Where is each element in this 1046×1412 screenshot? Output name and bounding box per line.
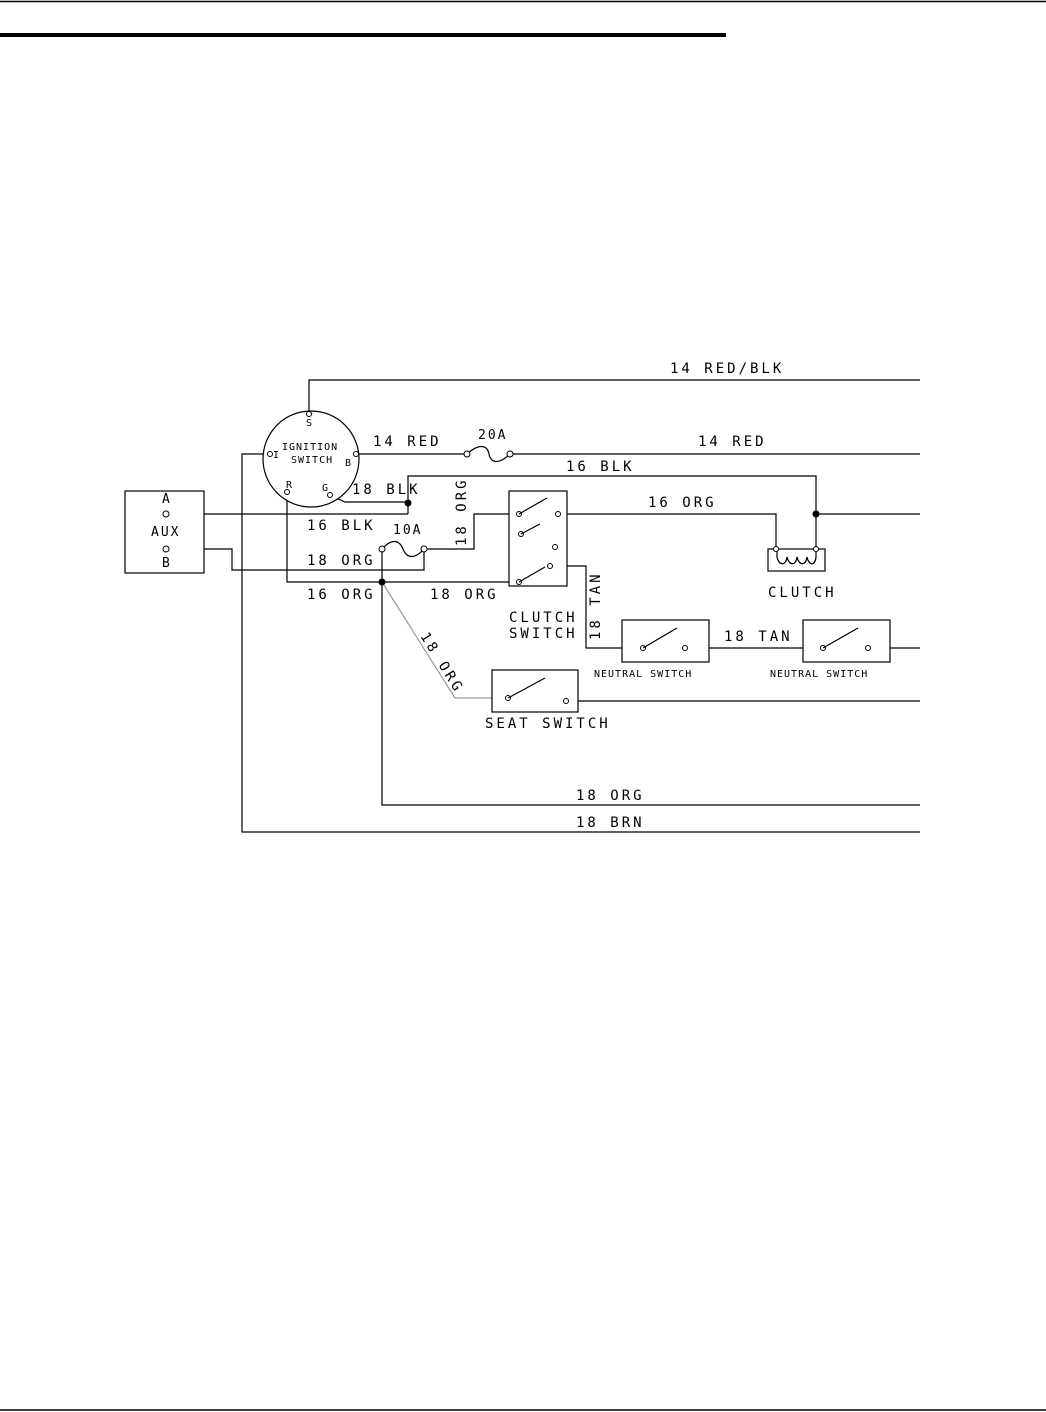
wire-18-tan-vertical <box>550 565 622 649</box>
seat-switch-label: SEAT SWITCH <box>485 716 611 732</box>
wire-label-18-tan-horizontal: 18 TAN <box>724 629 793 645</box>
ignition-terminal-s: S <box>306 418 313 429</box>
seat-switch: SEAT SWITCH <box>485 669 611 732</box>
junction-dot-clutch <box>812 510 820 518</box>
fuse-10a-symbol <box>381 540 425 558</box>
ignition-terminal-b: B <box>345 458 352 469</box>
clutch-switch-label-line2: SWITCH <box>509 626 578 642</box>
wire-label-16-org-r: 16 ORG <box>307 587 376 603</box>
wire-label-18-org-vertical: 18 ORG <box>454 477 470 546</box>
fuse-10a-terminal-left <box>378 545 386 553</box>
ignition-terminal-g: G <box>322 483 329 494</box>
fuse-20a-label: 20A <box>478 428 507 443</box>
wire-label-16-org-clutch: 16 ORG <box>648 495 717 511</box>
junction-dot-16blk <box>404 499 412 507</box>
ignition-label-line1: IGNITION <box>282 442 338 453</box>
wire-16-blk-top <box>407 475 817 514</box>
wire-16-org-r <box>286 492 519 583</box>
wire-aux-b <box>166 548 425 571</box>
fuse-20a-terminal-left <box>463 450 471 458</box>
fuse-20a-symbol <box>466 445 511 463</box>
aux-connector: A AUX B <box>124 490 205 574</box>
wire-label-14-red-right: 14 RED <box>698 434 767 450</box>
clutch-label: CLUTCH <box>768 585 837 601</box>
wire-label-18-tan-vertical: 18 TAN <box>588 571 604 640</box>
wire-16-org-clutch <box>558 513 777 549</box>
aux-terminal-a: A <box>162 492 172 507</box>
fuse-10a-terminal-right <box>420 545 428 553</box>
wire-label-18-brn: 18 BRN <box>576 815 645 831</box>
wire-label-16-blk-top: 16 BLK <box>566 459 635 475</box>
junction-dot-org <box>378 578 386 586</box>
ignition-terminal-r: R <box>286 480 293 491</box>
wire-label-18-org-bottom: 18 ORG <box>576 788 645 804</box>
ignition-terminal-i: I <box>273 450 280 461</box>
wire-label-16-blk: 16 BLK <box>307 518 376 534</box>
wire-label-14-red-blk: 14 RED/BLK <box>670 361 784 377</box>
wire-label-18-org-mid: 18 ORG <box>430 587 499 603</box>
ignition-label-line2: SWITCH <box>291 455 333 466</box>
wire-14-red-blk <box>308 379 920 414</box>
wire-18-org-seat <box>381 581 508 699</box>
aux-terminal-b: B <box>162 556 172 571</box>
wire-label-18-org-aux: 18 ORG <box>307 553 376 569</box>
clutch: CLUTCH <box>767 546 837 601</box>
neutral-switch-2-label: NEUTRAL SWITCH <box>770 669 868 680</box>
clutch-switch-label-line1: CLUTCH <box>509 610 578 626</box>
ignition-switch: S I B R G IGNITION SWITCH <box>262 410 360 508</box>
fuse-10a-label: 10A <box>393 523 422 538</box>
wire-18-brn <box>241 453 920 833</box>
wire-label-14-red-left: 14 RED <box>373 434 442 450</box>
clutch-switch: CLUTCH SWITCH <box>508 490 578 642</box>
wire-label-18-org-diagonal: 18 ORG <box>417 630 467 697</box>
neutral-switch-1: NEUTRAL SWITCH <box>594 619 710 680</box>
wire-18-org-vertical <box>424 513 519 550</box>
fuse-20a-terminal-right <box>506 450 514 458</box>
wire-label-18-blk: 18 BLK <box>352 482 421 498</box>
neutral-switch-2: NEUTRAL SWITCH <box>770 619 891 680</box>
aux-label: AUX <box>151 525 180 540</box>
wire-18-org-bottom <box>381 582 920 806</box>
neutral-switch-1-label: NEUTRAL SWITCH <box>594 669 692 680</box>
